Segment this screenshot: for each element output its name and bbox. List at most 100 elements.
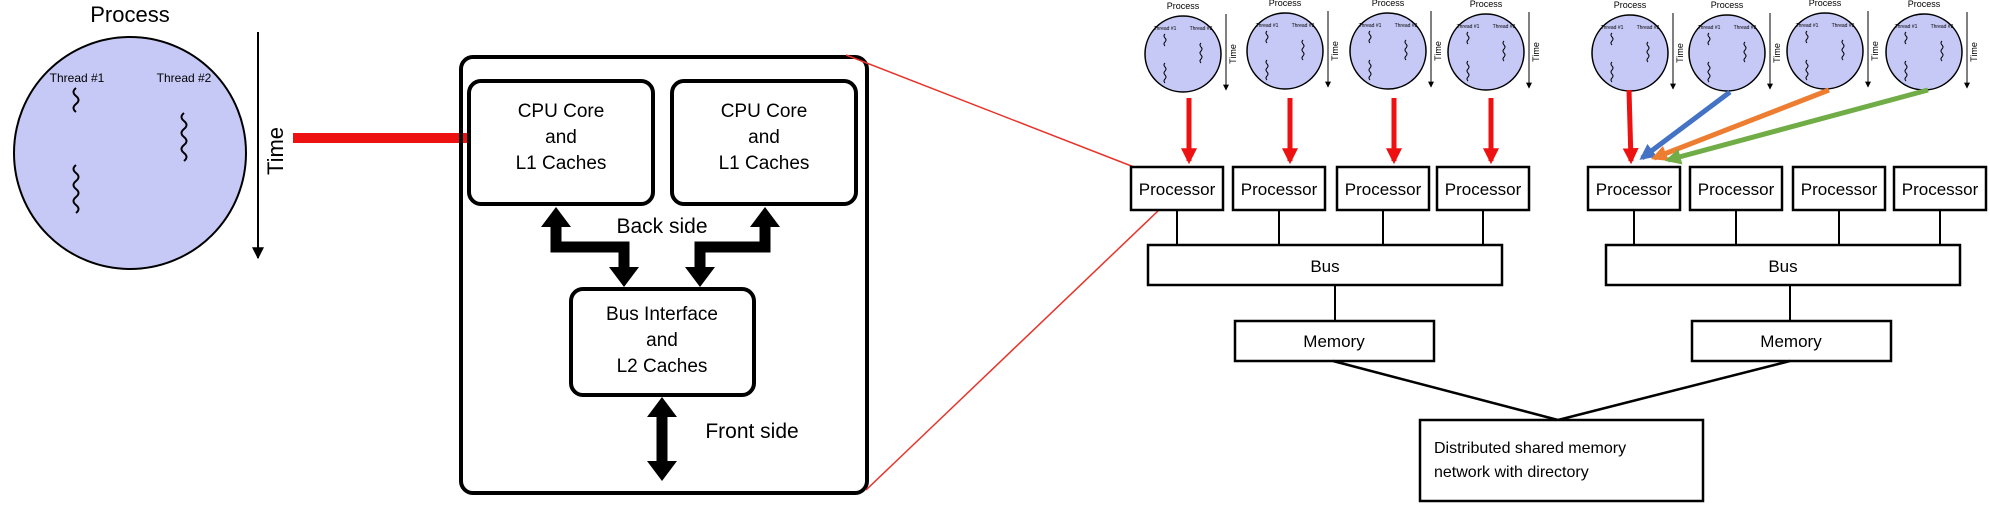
node-right: Processor Processor Processor Processor … <box>1586 165 1988 363</box>
processor-right-4: Processor <box>1892 165 1988 212</box>
mini-thread-1-squiggle-top <box>1466 31 1470 45</box>
svg-text:Processor: Processor <box>1902 180 1979 199</box>
cpu-core-right-line2: and <box>748 127 780 148</box>
mini-time-label: Time <box>1772 43 1782 63</box>
dsm-network-box: Distributed shared memory network with d… <box>1418 418 1705 503</box>
mini-thread-2-squiggle <box>1743 41 1747 63</box>
network-line2: network with directory <box>1434 464 1589 481</box>
mini-thread-1-squiggle-top <box>1904 31 1908 45</box>
mini-thread-2-squiggle <box>1199 42 1203 64</box>
process-circle <box>13 36 247 270</box>
svg-text:Processor: Processor <box>1596 180 1673 199</box>
mini-time-label: Time <box>1969 42 1979 62</box>
mini-thread-1-label: Thread #1 <box>1796 23 1819 29</box>
svg-text:Processor: Processor <box>1698 180 1775 199</box>
svg-text:Memory: Memory <box>1760 332 1822 351</box>
mini-thread-1-label: Thread #1 <box>1154 26 1177 32</box>
cpu-core-left-line2: and <box>545 127 577 148</box>
cpu-chip-outline <box>459 55 869 495</box>
cpu-core-right <box>670 79 858 206</box>
mini-process-title: Process <box>1614 0 1647 10</box>
bus-interface-box <box>569 287 756 397</box>
svg-text:Processor: Processor <box>1139 180 1216 199</box>
processor-left-1: Processor <box>1129 165 1225 212</box>
processor-right-3: Processor <box>1791 165 1887 212</box>
mini-time-label: Time <box>1228 44 1238 64</box>
mini-thread-1-squiggle-bottom <box>1904 60 1908 82</box>
cpu-core-left-line1: CPU Core <box>518 101 605 122</box>
cpu-core-left-line3: L1 Caches <box>516 153 607 174</box>
thread-2-squiggle <box>180 112 188 162</box>
mini-process-title: Process <box>1269 0 1302 8</box>
node-left: Processor Processor Processor Processor … <box>1129 165 1531 363</box>
back-side-arrow-right <box>685 207 780 287</box>
bus-interface-line3: L2 Caches <box>617 356 708 377</box>
process-to-core-arrow <box>293 125 496 151</box>
cpu-core-right-line3: L1 Caches <box>719 153 810 174</box>
mini-thread-2-squiggle <box>1841 39 1845 61</box>
thread-1-squiggle-top <box>72 87 80 113</box>
mini-thread-1-label: Thread #1 <box>1698 25 1721 31</box>
mini-process-title: Process <box>1809 0 1842 8</box>
mini-time-label: Time <box>1531 42 1541 62</box>
mini-thread-2-squiggle <box>1301 39 1305 61</box>
processor-left-4: Processor <box>1435 165 1531 212</box>
memory-left-to-network <box>1332 359 1559 422</box>
cpu-core-left <box>467 79 655 206</box>
mini-thread-1-squiggle-bottom <box>1368 59 1372 81</box>
mini-process-title: Process <box>1470 0 1503 9</box>
mini-time-label: Time <box>1433 41 1443 61</box>
mini-thread-1-squiggle-top <box>1707 32 1711 46</box>
processor-right-2: Processor <box>1688 165 1784 212</box>
mini-thread-2-label: Thread #2 <box>1292 23 1315 29</box>
memory-right: Memory <box>1690 319 1893 363</box>
mini-process-title: Process <box>1372 0 1405 8</box>
mini-thread-2-label: Thread #2 <box>1395 23 1418 29</box>
mini-thread-2-label: Thread #2 <box>1832 23 1855 29</box>
mini-thread-1-squiggle-bottom <box>1466 60 1470 82</box>
back-side-label: Back side <box>616 215 707 238</box>
mini-thread-1-label: Thread #1 <box>1256 23 1279 29</box>
mini-thread-2-squiggle <box>1646 41 1650 63</box>
back-side-arrow-left <box>541 207 639 287</box>
bus-right: Bus <box>1604 243 1962 287</box>
svg-text:Bus: Bus <box>1768 257 1797 276</box>
big-process-title: Process <box>90 2 169 27</box>
mini-thread-1-squiggle-bottom <box>1163 62 1167 84</box>
svg-text:Memory: Memory <box>1303 332 1365 351</box>
thread-1-squiggle-bottom <box>72 164 80 214</box>
processor-left-3: Processor <box>1335 165 1431 212</box>
arrow-right-red <box>1622 89 1639 165</box>
time-axis-label: Time <box>263 127 288 175</box>
front-side-arrow <box>647 397 677 481</box>
thread-2-label: Thread #2 <box>157 71 212 85</box>
mini-thread-1-squiggle-top <box>1610 32 1614 46</box>
zoom-line-top <box>845 54 1135 168</box>
memory-left: Memory <box>1233 319 1436 363</box>
mini-thread-1-squiggle-top <box>1163 33 1167 47</box>
memory-right-to-network <box>1557 359 1791 422</box>
big-process: Process Thread #1 Thread #2 Time <box>13 2 288 270</box>
mini-process-title: Process <box>1711 0 1744 10</box>
mini-thread-1-label: Thread #1 <box>1895 24 1918 30</box>
mini-thread-2-label: Thread #2 <box>1931 24 1954 30</box>
mini-thread-1-squiggle-bottom <box>1610 61 1614 83</box>
mini-thread-1-squiggle-top <box>1368 30 1372 44</box>
cpu-chip: CPU Core and L1 Caches CPU Core and L1 C… <box>459 55 869 495</box>
mini-thread-1-squiggle-bottom <box>1805 59 1809 81</box>
svg-text:Processor: Processor <box>1801 180 1878 199</box>
processor-right-1: Processor <box>1586 165 1682 212</box>
arrow-right-orange <box>1651 87 1830 161</box>
thread-1-label: Thread #1 <box>50 71 105 85</box>
mini-thread-1-squiggle-top <box>1805 30 1809 44</box>
processor-left-2: Processor <box>1231 165 1327 212</box>
bus-left: Bus <box>1146 243 1504 287</box>
mini-thread-2-label: Thread #2 <box>1734 25 1757 31</box>
svg-text:Processor: Processor <box>1345 180 1422 199</box>
